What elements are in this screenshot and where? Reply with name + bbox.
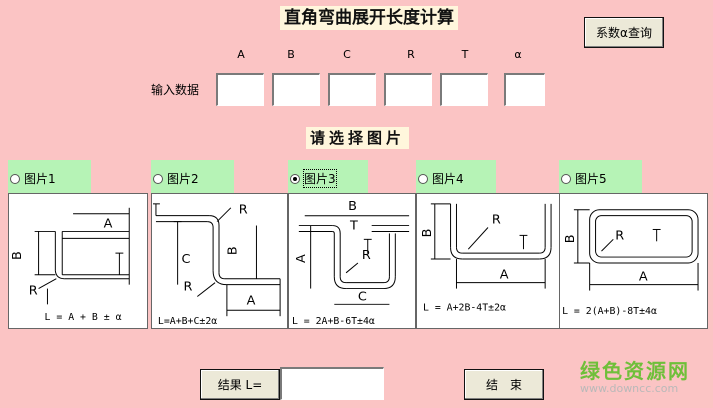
col-label-alpha: α	[514, 48, 522, 61]
radio-bg-4	[416, 160, 496, 193]
input-t[interactable]	[440, 73, 488, 106]
dim-label-r: R	[184, 280, 193, 295]
radio-picture-1[interactable]: 图片1	[10, 170, 56, 187]
picture-2-diagram[interactable]: R C B R A L=A+B+C±2α	[151, 193, 288, 329]
bend-diagram-5-icon: B R A L = 2(A+B)-8T±4α	[562, 209, 699, 317]
col-label-b: B	[287, 48, 295, 61]
dim-label-b: B	[563, 234, 578, 243]
radio-label: 图片2	[167, 172, 199, 186]
dim-label-t: T	[349, 219, 358, 234]
coef-query-button[interactable]: 系数α查询	[584, 17, 664, 48]
radio-bg-3	[288, 160, 368, 193]
radio-bg-1	[8, 160, 91, 193]
select-picture-title: 请选择图片	[306, 127, 410, 149]
page-title: 直角弯曲展开长度计算	[280, 6, 458, 30]
bend-diagram-1-icon: A B R L = A + B ± α	[10, 207, 130, 323]
radio-circle-icon[interactable]	[153, 173, 163, 184]
dim-label-c: C	[358, 289, 367, 304]
formula-2: L=A+B+C±2α	[158, 316, 217, 327]
col-label-c: C	[343, 48, 351, 61]
radio-picture-5[interactable]: 图片5	[561, 170, 607, 187]
input-b[interactable]	[272, 73, 320, 106]
bend-diagram-4-icon: B R A L = A+2B-4T±2α	[420, 203, 552, 313]
dim-label-b: B	[226, 246, 241, 255]
dim-label-r: R	[362, 248, 371, 263]
radio-bg-5	[559, 160, 642, 193]
radio-label: 图片4	[432, 172, 464, 186]
dim-label-c: C	[182, 252, 191, 267]
radio-picture-3[interactable]: 图片3	[290, 169, 337, 188]
dim-label-b: B	[10, 251, 25, 260]
dim-label-r: R	[615, 228, 624, 243]
radio-circle-icon[interactable]	[418, 173, 428, 184]
dim-label-a: A	[247, 293, 256, 308]
radio-label: 图片1	[24, 172, 56, 186]
radio-circle-icon[interactable]	[561, 173, 571, 184]
result-field[interactable]	[280, 367, 384, 400]
input-r[interactable]	[384, 73, 432, 106]
dim-label-a: A	[639, 270, 648, 285]
picture-4-diagram[interactable]: B R A L = A+2B-4T±2α	[416, 193, 560, 329]
formula-1: L = A + B ± α	[45, 312, 122, 323]
picture-5-diagram[interactable]: B R A L = 2(A+B)-8T±4α	[559, 193, 708, 329]
result-label: 结果 L=	[200, 369, 280, 400]
formula-5: L = 2(A+B)-8T±4α	[562, 306, 657, 317]
dim-label-r-top: R	[239, 203, 248, 218]
picture-1-diagram[interactable]: A B R L = A + B ± α	[8, 193, 148, 329]
radio-picture-4[interactable]: 图片4	[418, 170, 464, 187]
col-label-t: T	[461, 48, 469, 61]
formula-4: L = A+2B-4T±2α	[423, 302, 506, 313]
input-alpha[interactable]	[504, 73, 545, 106]
radio-picture-2[interactable]: 图片2	[153, 170, 199, 187]
radio-label: 图片3	[303, 169, 337, 188]
dim-label-r: R	[29, 284, 38, 299]
input-a[interactable]	[216, 73, 264, 106]
bend-diagram-3-icon: B T A R C L = 2A+B-6T±4α	[292, 199, 410, 327]
dim-label-b: B	[348, 199, 357, 214]
dim-label-a: A	[500, 268, 509, 283]
dim-label-r: R	[492, 213, 501, 228]
col-label-a: A	[237, 48, 245, 61]
watermark-name: 绿色资源网	[580, 359, 690, 383]
input-c[interactable]	[328, 73, 376, 106]
picture-3-diagram[interactable]: B T A R C L = 2A+B-6T±4α	[288, 193, 416, 329]
end-button[interactable]: 结 束	[464, 369, 544, 400]
dim-label-a: A	[294, 254, 309, 263]
col-label-r: R	[407, 48, 415, 61]
radio-circle-icon[interactable]	[10, 173, 20, 184]
dim-label-b: B	[420, 229, 435, 238]
watermark-url: www.downcc.com	[580, 382, 679, 395]
radio-selected-icon[interactable]	[290, 173, 300, 184]
radio-label: 图片5	[575, 172, 607, 186]
bend-diagram-2-icon: R C B R A L=A+B+C±2α	[152, 203, 281, 327]
input-data-label: 输入数据	[151, 83, 200, 97]
dim-label-a: A	[104, 217, 113, 232]
radio-bg-2	[151, 160, 234, 193]
formula-3: L = 2A+B-6T±4α	[292, 316, 375, 327]
